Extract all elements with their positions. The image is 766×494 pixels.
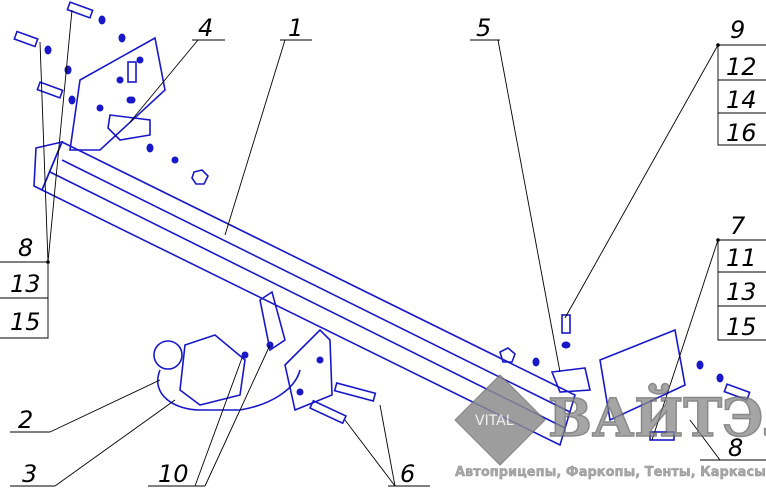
callout-1: 1: [288, 14, 303, 42]
stack-left-13: 13: [10, 270, 41, 298]
stack-tr-9: 9: [730, 16, 745, 44]
watermark-logo-text: VITAL: [475, 413, 514, 429]
callout-6: 6: [400, 460, 415, 488]
stack-tr-14: 14: [726, 86, 757, 114]
callout-3: 3: [22, 460, 37, 488]
callout-5: 5: [476, 14, 491, 42]
left-fasteners: [13, 1, 209, 185]
stack-mr-7: 7: [730, 212, 746, 240]
vital-logo-icon: [454, 374, 546, 466]
leader-lines: [0, 9, 766, 487]
callout-10: 10: [158, 460, 189, 488]
watermark-brand: ВАЙТЭЛ: [548, 383, 766, 449]
stack-mr-13: 13: [726, 278, 757, 306]
callout-4: 4: [198, 14, 213, 42]
main-beam: [33, 140, 576, 447]
tow-ball-assembly: [153, 290, 377, 425]
right-bracket: [499, 314, 751, 441]
watermark: VITAL ВАЙТЭЛ Автоприцепы, Фаркопы, Тенты…: [454, 374, 766, 480]
stack-tr-16: 16: [726, 119, 757, 147]
watermark-tagline: Автоприцепы, Фаркопы, Тенты, Каркасы: [455, 465, 766, 480]
callout-2: 2: [18, 406, 33, 434]
stack-mr-15: 15: [726, 313, 757, 341]
left-bracket: [69, 36, 166, 151]
callout-8-right: 8: [728, 434, 743, 462]
stack-left-8: 8: [18, 234, 33, 262]
stack-mr-11: 11: [726, 244, 757, 272]
stack-left-15: 15: [10, 308, 41, 336]
stack-tr-12: 12: [726, 53, 757, 81]
